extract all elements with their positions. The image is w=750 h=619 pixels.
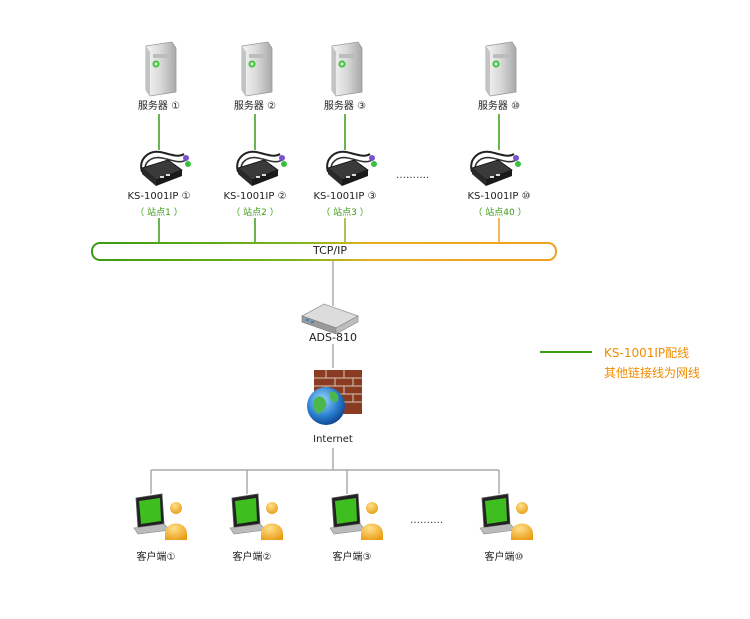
switch-label: ADS-810 (309, 331, 357, 344)
server-icon (241, 41, 273, 97)
server-label: 服务器 ③ (323, 101, 367, 112)
internet-label: Internet (313, 434, 353, 445)
kvm-cables (158, 114, 500, 150)
server-icon (145, 41, 177, 97)
client-icon (479, 493, 533, 540)
tcpip-bus (91, 242, 557, 261)
client-label: 客户端⑩ (484, 552, 524, 563)
kvm-label: KS-1001IP ① (127, 191, 191, 202)
kvm-device-icon (140, 150, 191, 186)
tcpip-label: TCP/IP (313, 244, 347, 257)
kvm-site-label: （ 站点2 ） (231, 208, 279, 218)
kvm-device-icon (236, 150, 287, 186)
client-label: 客户端① (136, 552, 176, 563)
client-ellipsis: ………. (410, 515, 444, 526)
switch-icon (301, 303, 359, 335)
client-icon (229, 493, 283, 540)
client-label: 客户端② (232, 552, 272, 563)
server-label: 服务器 ② (233, 101, 277, 112)
client-icon (329, 493, 383, 540)
client-icon (133, 493, 187, 540)
client-tree-lines (150, 469, 500, 494)
internet-firewall-icon (307, 370, 362, 425)
legend-kvm-cable: KS-1001IP配线 (604, 346, 690, 360)
client-label: 客户端③ (332, 552, 372, 563)
server-label: 服务器 ⑩ (477, 101, 521, 112)
legend-network-cable: 其他链接线为网线 (604, 366, 701, 380)
server-label: 服务器 ① (137, 101, 181, 112)
kvm-label: KS-1001IP ③ (313, 191, 377, 202)
kvm-device-icon (326, 150, 377, 186)
kvm-site-label: （ 站点1 ） (135, 208, 183, 218)
server-icon (485, 41, 517, 97)
kvm-network-lines (158, 218, 500, 244)
server-icon (331, 41, 363, 97)
kvm-site-label: （ 站点40 ） (473, 208, 527, 218)
kvm-site-label: （ 站点3 ） (321, 208, 369, 218)
kvm-label: KS-1001IP ② (223, 191, 287, 202)
kvm-device-icon (470, 150, 521, 186)
kvm-label: KS-1001IP ⑩ (467, 191, 531, 202)
kvm-ellipsis: ………. (396, 170, 430, 181)
